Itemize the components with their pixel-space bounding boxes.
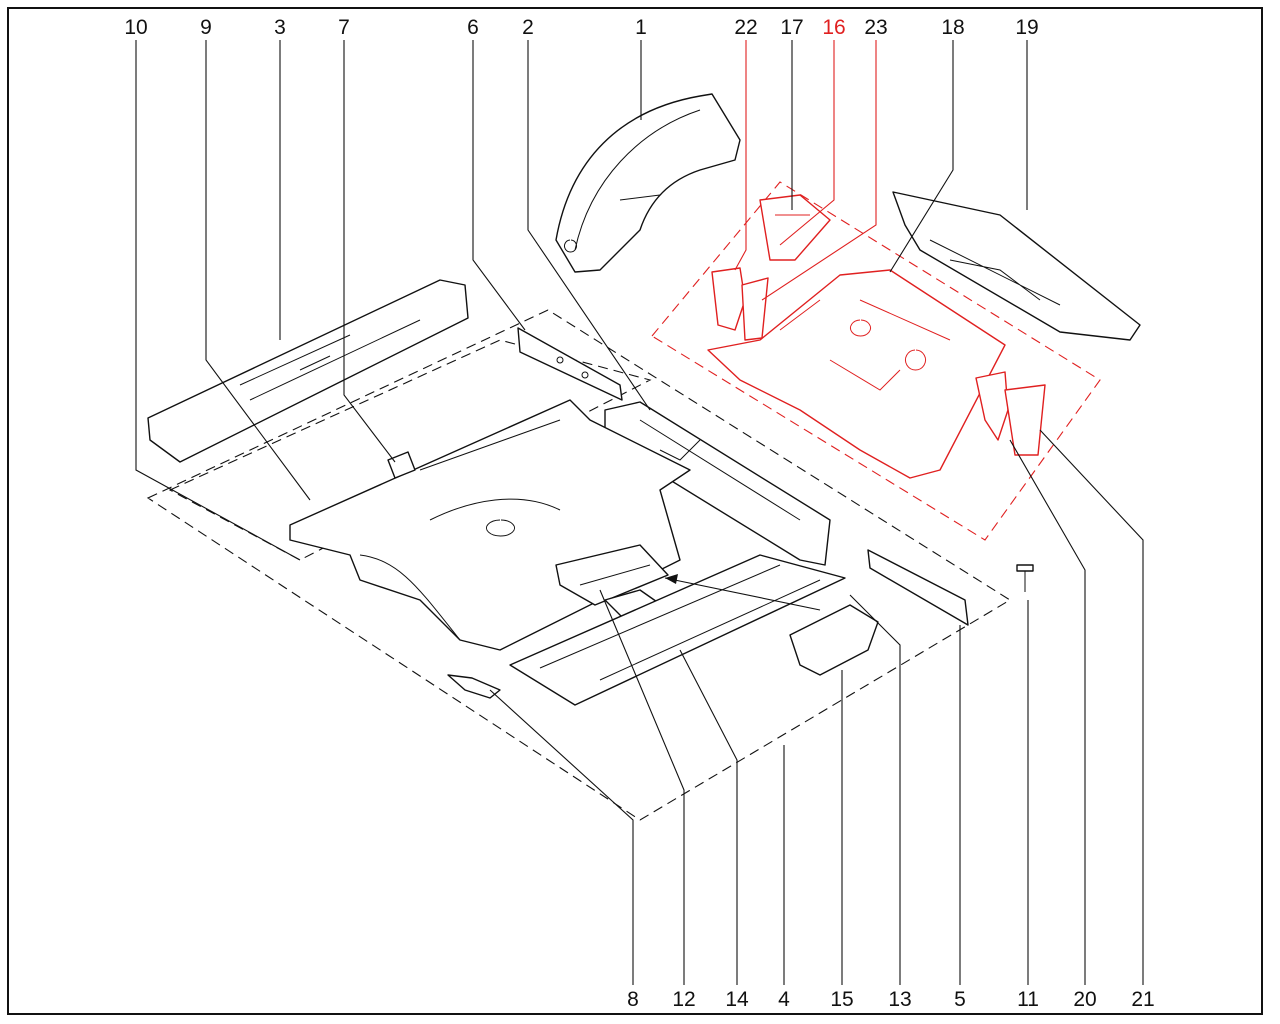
callout-11: 11 — [1017, 988, 1039, 1011]
part-19-rear-panel[interactable] — [892, 191, 1141, 341]
callout-17: 17 — [780, 16, 803, 39]
part-5-bracket[interactable] — [867, 549, 969, 626]
part-1-wheel-arch[interactable] — [555, 93, 741, 273]
part-12-tunnel-reinforcement[interactable] — [555, 544, 669, 606]
diagram-frame — [7, 7, 1263, 1015]
callout-6: 6 — [467, 16, 479, 39]
part-6-crossmember[interactable] — [517, 327, 623, 401]
part-17-bracket[interactable] — [759, 194, 831, 261]
callout-7: 7 — [338, 16, 350, 39]
callout-10: 10 — [124, 16, 147, 39]
callout-12: 12 — [672, 988, 695, 1011]
part-11-bolt[interactable] — [1016, 564, 1034, 592]
part-20-21-rear-rails[interactable] — [975, 371, 1046, 456]
callout-5: 5 — [954, 988, 966, 1011]
floor-assembly-outline — [146, 309, 1012, 821]
part-8-bracket[interactable] — [447, 674, 501, 699]
rear-floor-assembly-outline — [651, 181, 1101, 541]
callout-13: 13 — [888, 988, 911, 1011]
top-callout-labels: 10 9 3 7 6 2 1 22 17 16 23 18 19 — [124, 16, 1038, 39]
callout-19: 19 — [1015, 16, 1038, 39]
bottom-callout-labels: 8 12 14 4 15 13 5 11 20 21 — [627, 988, 1155, 1011]
callout-21: 21 — [1131, 988, 1154, 1011]
callout-22: 22 — [734, 16, 757, 39]
part-22-rear-rail[interactable] — [711, 267, 769, 341]
callout-15: 15 — [830, 988, 853, 1011]
leader-lines — [135, 40, 1144, 985]
callout-23: 23 — [864, 16, 887, 39]
callout-18: 18 — [941, 16, 964, 39]
callout-14: 14 — [725, 988, 749, 1011]
callout-8: 8 — [627, 988, 639, 1011]
part-16-rear-floor-panel[interactable] — [707, 269, 1006, 479]
callout-4: 4 — [778, 988, 790, 1011]
callout-9: 9 — [200, 16, 212, 39]
part-15-floor-pan[interactable] — [789, 604, 879, 676]
callout-20: 20 — [1073, 988, 1096, 1011]
part-3-side-sill[interactable] — [147, 279, 469, 463]
callout-2: 2 — [522, 16, 534, 39]
part-4-floor-crossmember[interactable] — [509, 554, 846, 706]
part-7-bracket[interactable] — [387, 451, 416, 479]
callout-1: 1 — [635, 16, 647, 39]
callout-3: 3 — [274, 16, 286, 39]
callout-16-highlighted[interactable]: 16 — [822, 16, 845, 39]
